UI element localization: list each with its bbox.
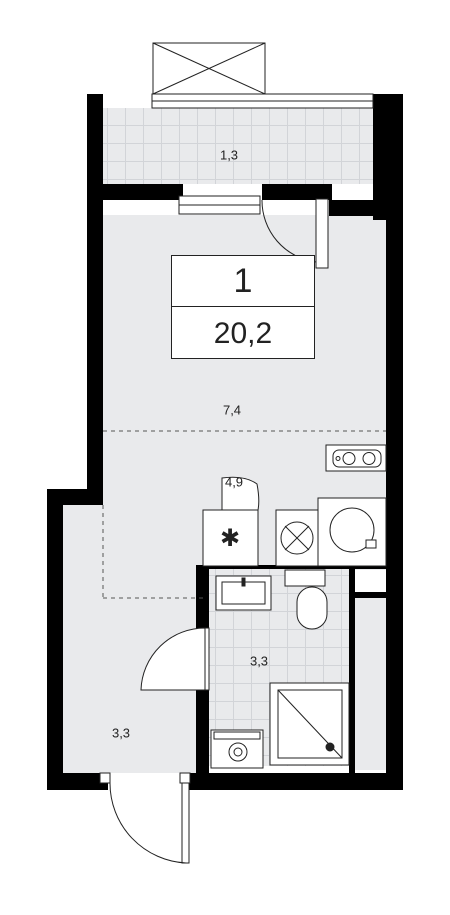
hallway-area-label: 3,3 bbox=[111, 725, 131, 741]
walls bbox=[47, 94, 403, 790]
apartment-badge: 1 20,2 bbox=[171, 255, 315, 359]
kitchen-counter bbox=[202, 444, 387, 567]
balcony-area-label: 1,3 bbox=[219, 147, 239, 163]
balcony-floor bbox=[103, 108, 373, 184]
badge-divider bbox=[172, 306, 314, 307]
fridge-icon: ✱ bbox=[220, 476, 260, 552]
bathroom-fixtures bbox=[210, 569, 350, 769]
bathroom-door bbox=[140, 627, 210, 691]
zone-dashes bbox=[102, 430, 386, 599]
total-area: 20,2 bbox=[213, 317, 273, 350]
living-area-label: 7,4 bbox=[222, 402, 242, 418]
bathroom-area-label: 3,3 bbox=[249, 653, 269, 669]
kitchen-area-label: 4,9 bbox=[224, 474, 244, 490]
closet-floor bbox=[355, 598, 387, 770]
svg-text:✱: ✱ bbox=[220, 524, 240, 552]
windows bbox=[99, 93, 374, 784]
ac-unit-icon bbox=[152, 42, 266, 95]
rooms-count: 1 bbox=[233, 262, 253, 300]
entrance-door bbox=[109, 782, 190, 864]
